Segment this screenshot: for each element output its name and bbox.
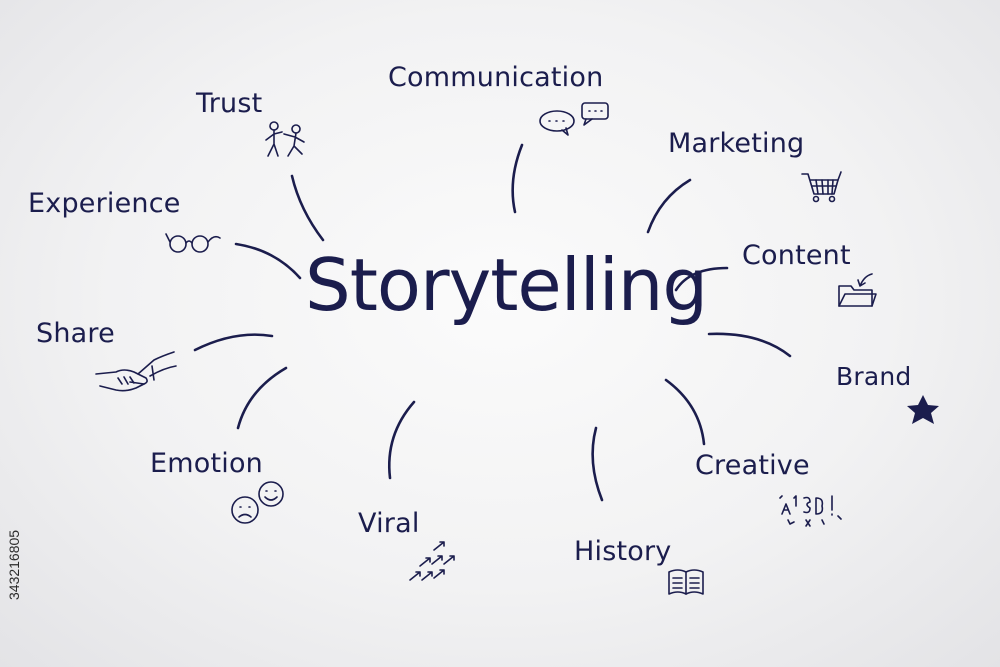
node-experience: Experience [28,188,181,219]
doodles-icon [776,490,844,530]
branch-share [193,333,274,352]
folder-arrow-icon [836,272,878,310]
node-brand: Brand [836,362,912,391]
branch-communication [511,143,524,214]
branch-history [591,426,604,502]
node-viral: Viral [358,508,420,539]
node-emotion: Emotion [150,448,263,479]
node-trust: Trust [196,88,263,119]
open-book-icon [666,566,706,598]
branch-creative [664,378,706,446]
node-communication: Communication [388,62,604,93]
stick-figures-icon [262,120,312,160]
node-content: Content [742,240,851,271]
branch-brand [707,332,792,358]
branch-trust [290,174,325,242]
branch-emotion [236,366,288,430]
branch-content [674,266,729,292]
branch-marketing [646,178,692,234]
star-icon [902,394,944,426]
stock-id-text: 343216805 [6,529,22,600]
node-marketing: Marketing [668,128,805,159]
speech-bubbles-icon [538,100,612,136]
node-creative: Creative [695,450,810,481]
center-topic: Storytelling [305,243,708,327]
node-share: Share [36,318,115,349]
arrows-icon [406,536,464,584]
shopping-cart-icon [800,166,844,204]
branch-experience [234,242,302,280]
glasses-icon [164,228,222,258]
faces-icon [228,478,290,528]
handshake-icon [94,346,178,398]
node-history: History [574,536,672,567]
branch-viral [388,400,416,480]
